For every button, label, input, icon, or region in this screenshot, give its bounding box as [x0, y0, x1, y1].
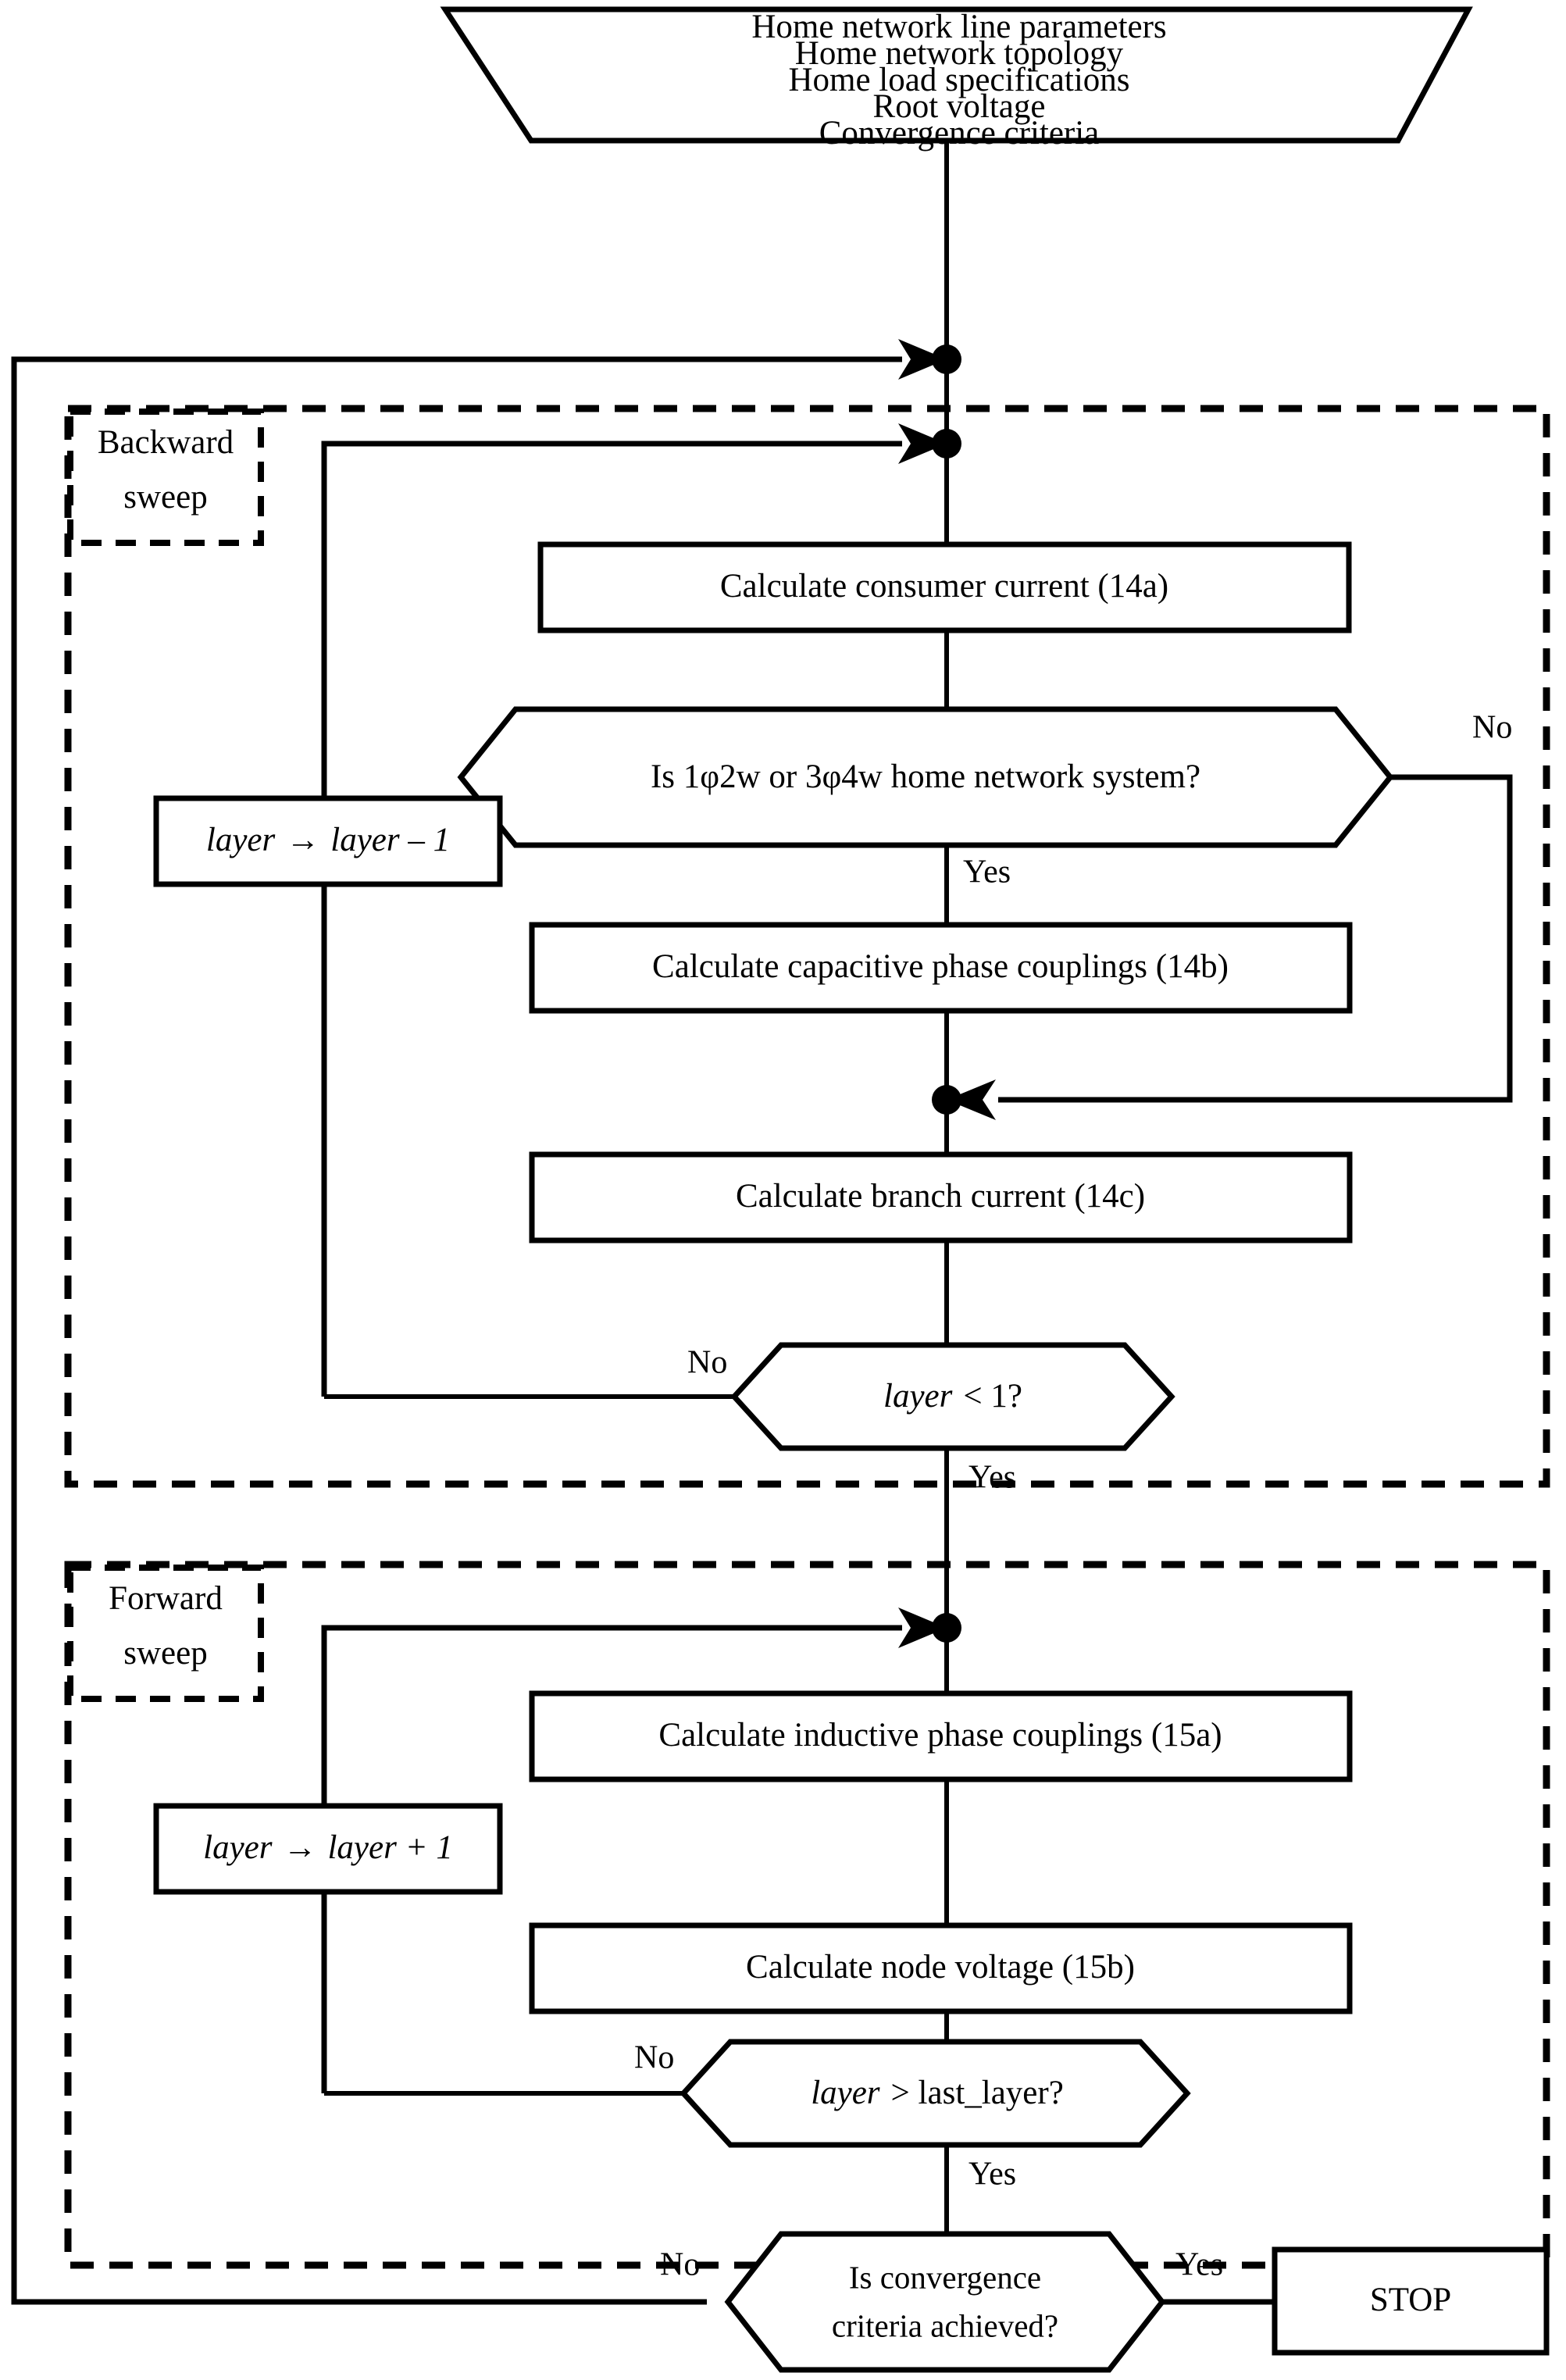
process-layer-increment: [153, 1803, 503, 1895]
decision-convergence-yes-label: Yes: [1175, 2247, 1223, 2283]
input-line-3: Home load specifications: [788, 62, 1129, 98]
process-consumer-current-label: Calculate consumer current (14a): [720, 568, 1168, 605]
layer-lt1-var: layer: [883, 1378, 953, 1415]
backward-sweep-label-line1: Backward: [98, 424, 234, 461]
layer-gt-var: layer: [811, 2075, 880, 2111]
outer-return-arrowhead: [898, 339, 947, 380]
process-layer-decrement-label: layer → layer – 1: [206, 822, 450, 858]
decision-convergence: [724, 2231, 1166, 2373]
decision-layer-lt-1: [730, 1342, 1175, 1451]
backward-sweep-label-box: [67, 409, 264, 546]
forward-sweep-label-box: [67, 1565, 264, 1702]
outer-return-loop: [11, 356, 902, 2305]
layer-increment-var-a: layer: [203, 1829, 273, 1866]
forward-sweep-label-line2: sweep: [123, 1635, 207, 1672]
forward-sweep-label-line1: Forward: [109, 1580, 223, 1617]
layer-decrement-var-a: layer: [206, 822, 276, 858]
backward-sweep-label-line2: sweep: [123, 479, 207, 516]
decision-layer-lt-1-yes-label: Yes: [968, 1460, 1016, 1496]
process-node-voltage-label: Calculate node voltage (15b): [746, 1949, 1135, 1986]
terminal-stop-label: STOP: [1370, 2282, 1451, 2318]
terminal-stop: [1272, 2246, 1550, 2356]
backward-sweep-region: [64, 405, 1550, 1488]
decision-phase-system-label: Is 1φ2w or 3φ4w home network system?: [651, 758, 1200, 795]
phase-no-path: [998, 774, 1513, 1103]
forward-sweep-region: [64, 1561, 1550, 2269]
decision-layer-lt-1-no-label: No: [687, 1345, 727, 1381]
decision-layer-gt-no-label: No: [634, 2040, 674, 2076]
process-inductive-couplings: [529, 1690, 1353, 1782]
layer-decrement-arrow: →: [286, 822, 319, 858]
backward-inner-loop: [321, 441, 902, 1397]
decision-layer-lt-1-label: layer < 1?: [883, 1378, 1022, 1415]
input-line-1: Home network line parameters: [751, 9, 1166, 45]
layer-gt-cmp: > last_layer?: [891, 2075, 1064, 2111]
decision-layer-gt-last-label: layer > last_layer?: [811, 2075, 1064, 2111]
process-capacitive-couplings-label: Calculate capacitive phase couplings (14…: [652, 948, 1229, 985]
process-layer-decrement: [153, 795, 503, 887]
decision-phase-system-no-label: No: [1472, 710, 1512, 746]
decision-phase-system: [457, 706, 1394, 848]
decision-convergence-line1: Is convergence: [849, 2259, 1041, 2295]
forward-inner-loop: [321, 1625, 902, 2093]
layer-increment-arrow: →: [283, 1829, 316, 1866]
decision-convergence-line2: criteria achieved?: [832, 2307, 1058, 2343]
backward-inner-loop-arrowhead: [898, 423, 947, 464]
process-inductive-couplings-label: Calculate inductive phase couplings (15a…: [658, 1717, 1222, 1754]
layer-increment-var-b: layer + 1: [327, 1829, 452, 1866]
decision-layer-gt-yes-label: Yes: [968, 2157, 1016, 2193]
input-line-4: Root voltage: [873, 88, 1046, 125]
layer-decrement-var-b: layer – 1: [330, 822, 450, 858]
forward-inner-loop-arrowhead: [898, 1607, 947, 1648]
decision-phase-system-yes-label: Yes: [963, 855, 1011, 890]
layer-lt1-cmp: < 1?: [963, 1378, 1022, 1415]
process-capacitive-couplings: [529, 922, 1353, 1014]
input-parallelogram: [440, 6, 1473, 144]
process-branch-current: [529, 1151, 1353, 1244]
process-layer-increment-label: layer → layer + 1: [203, 1829, 453, 1866]
process-node-voltage: [529, 1922, 1353, 2014]
process-branch-current-label: Calculate branch current (14c): [736, 1178, 1145, 1215]
phase-no-arrowhead: [947, 1079, 996, 1120]
decision-convergence-no-label: No: [660, 2247, 700, 2283]
input-line-5: Convergence criteria: [819, 115, 1100, 152]
input-line-2: Home network topology: [795, 35, 1124, 72]
